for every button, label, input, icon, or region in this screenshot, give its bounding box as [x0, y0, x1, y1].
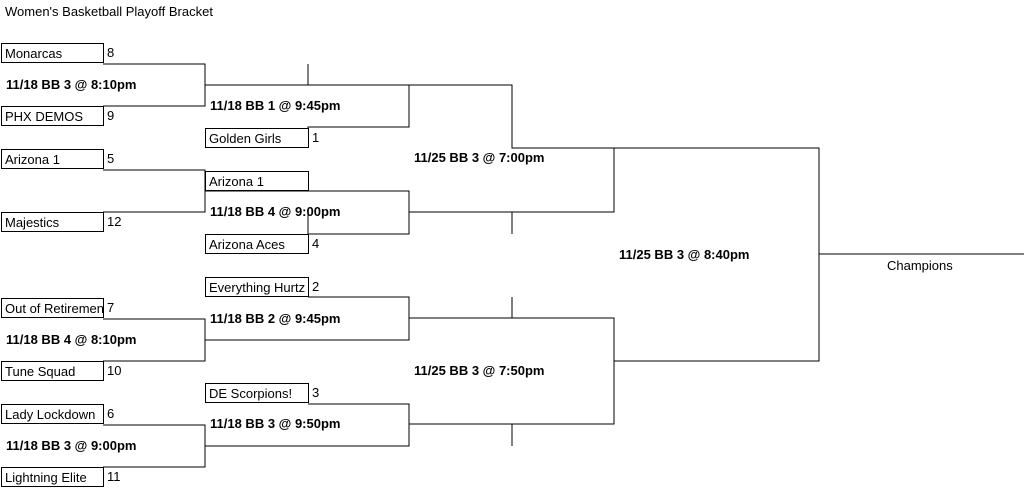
team-seed: 5 [107, 151, 115, 166]
team-slot: PHX DEMOS [1, 106, 104, 126]
team-slot: Everything Hurtz [205, 277, 309, 297]
team-seed: 12 [107, 214, 122, 229]
team-seed: 2 [312, 279, 320, 294]
team-slot: Tune Squad [1, 361, 104, 381]
team-slot: Majestics [1, 212, 104, 232]
team-slot: Lady Lockdown [1, 404, 104, 424]
team-slot: Arizona Aces [205, 234, 309, 254]
team-slot: Arizona 1 [1, 149, 104, 169]
connector-r2-g4 [205, 403, 410, 447]
team-slot: DE Scorpions! [205, 383, 309, 403]
team-seed: 9 [107, 108, 115, 123]
final-game-label: 11/25 BB 3 @ 8:40pm [619, 247, 750, 262]
team-seed: 7 [107, 300, 115, 315]
game-label: 11/18 BB 1 @ 9:45pm [210, 98, 341, 113]
game-label: 11/18 BB 4 @ 9:00pm [210, 204, 341, 219]
team-slot: Arizona 1 [205, 171, 309, 191]
champions-label: Champions [887, 258, 953, 273]
connector-r3-g2 [409, 297, 615, 446]
game-label: 11/25 BB 3 @ 7:00pm [414, 150, 545, 165]
team-seed: 3 [312, 385, 320, 400]
connector-r2-g2 [205, 190, 410, 235]
team-slot: Golden Girls [205, 128, 309, 148]
game-label: 11/18 BB 2 @ 9:45pm [210, 311, 341, 326]
team-slot: Out of Retirement [1, 298, 104, 318]
game-label: 11/18 BB 3 @ 9:50pm [210, 416, 341, 431]
team-seed: 6 [107, 406, 115, 421]
connector-r1-g2 [103, 169, 206, 213]
team-slot: Monarcas [1, 43, 104, 63]
bracket-title: Women's Basketball Playoff Bracket [5, 4, 213, 19]
team-seed: 10 [107, 363, 122, 378]
game-label: 11/25 BB 3 @ 7:50pm [414, 363, 545, 378]
team-slot: Lightning Elite [1, 467, 104, 487]
connector-final [614, 147, 1024, 362]
team-seed: 4 [312, 236, 320, 251]
game-label: 11/18 BB 3 @ 9:00pm [6, 438, 137, 453]
team-seed: 8 [107, 45, 115, 60]
game-label: 11/18 BB 3 @ 8:10pm [6, 77, 137, 92]
game-label: 11/18 BB 4 @ 8:10pm [6, 332, 137, 347]
team-seed: 11 [107, 469, 121, 484]
team-seed: 1 [312, 130, 320, 145]
